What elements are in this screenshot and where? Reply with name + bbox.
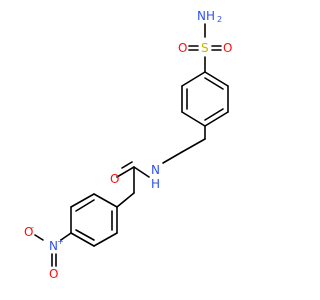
amide-hydrogen-label: H bbox=[151, 177, 160, 191]
amide-nitrogen-label: N bbox=[151, 163, 160, 177]
bond-ring2-inner-b bbox=[75, 229, 95, 241]
sulfonamide-nitrogen-label: NH bbox=[197, 9, 215, 23]
molecule-canvas: NH 2 S O O O N H N + O - O bbox=[24, 9, 232, 281]
bond-ring1-inner-a bbox=[204, 77, 224, 90]
bond-ch2-ring2 bbox=[116, 192, 135, 208]
bond-ring2-inner-c bbox=[75, 199, 95, 212]
bond-ring2-b bbox=[93, 232, 118, 247]
bond-ch2-ch2 bbox=[181, 138, 206, 153]
nitro-nitrogen-charge: + bbox=[57, 237, 64, 246]
atom-labels: NH 2 S O O O N H N + O - O bbox=[24, 9, 232, 281]
nitro-nitrogen-label: N bbox=[49, 239, 58, 253]
bond-n-carbonyl bbox=[133, 166, 150, 178]
molecule-structure: NH 2 S O O O N H N + O - O bbox=[24, 9, 232, 281]
bond-ring1-inner-b bbox=[204, 108, 224, 121]
bond-ring2-c bbox=[70, 232, 95, 247]
sulfonyl-oxygen-right-label: O bbox=[223, 41, 232, 55]
bond-c-o-2 bbox=[121, 161, 133, 169]
bond-ring2-e bbox=[70, 193, 95, 208]
sulfonyl-oxygen-left-label: O bbox=[178, 41, 187, 55]
bond-ring1-f bbox=[181, 71, 206, 87]
nitro-oxygen-label: O bbox=[49, 267, 58, 281]
nitro-oxygen-minus-label: O bbox=[24, 225, 33, 239]
nitro-oxygen-minus-charge: - bbox=[31, 223, 34, 232]
amide-oxygen-label: O bbox=[110, 172, 119, 186]
sulfonamide-nitrogen-subscript: 2 bbox=[217, 15, 222, 24]
bond-ring1-d bbox=[181, 111, 206, 127]
bond-c-o bbox=[116, 166, 135, 178]
bond-ring1-c bbox=[204, 111, 229, 127]
bond-ch2-n bbox=[162, 151, 183, 164]
bond-ring1-a bbox=[204, 71, 229, 87]
bond-ring2-f bbox=[93, 193, 118, 208]
bond-nitro-o-minus bbox=[34, 234, 44, 241]
sulfonyl-sulfur-label: S bbox=[201, 41, 209, 55]
bond-ring2-nitro bbox=[60, 232, 72, 241]
bonds bbox=[34, 23, 229, 267]
